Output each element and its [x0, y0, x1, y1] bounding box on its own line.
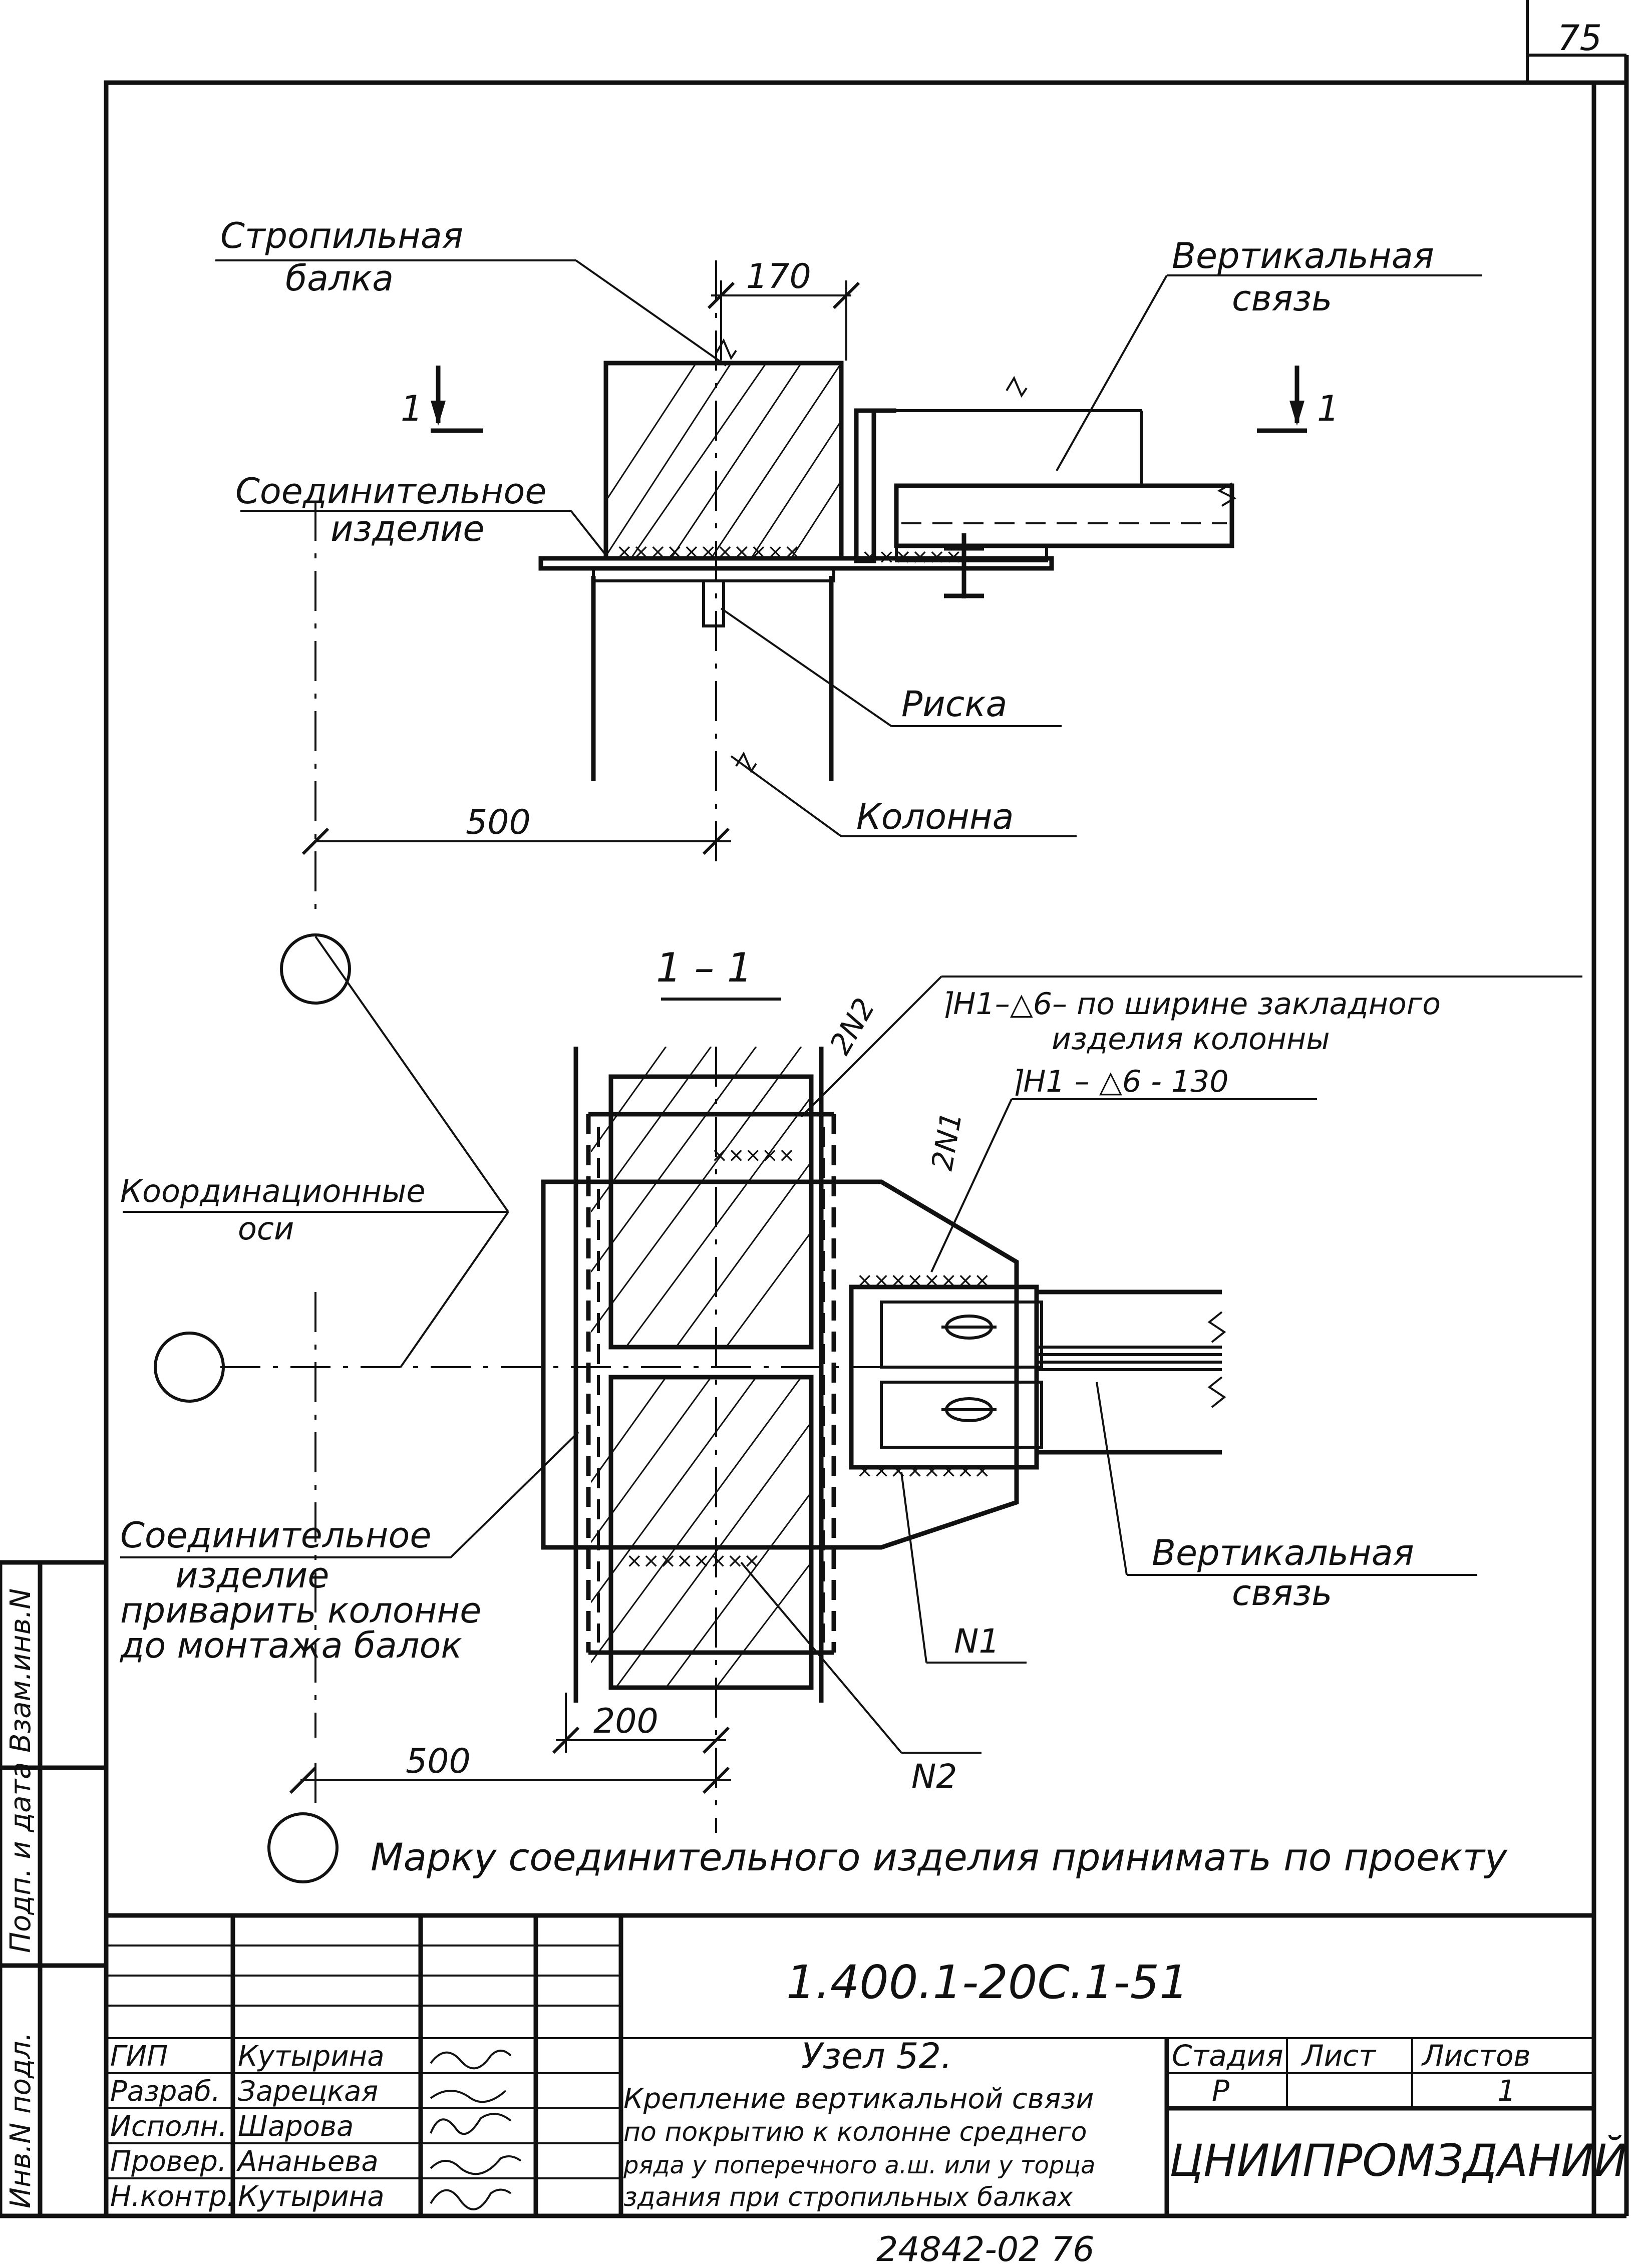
beam-section-upper: [608, 1074, 814, 1350]
description-lines: Крепление вертикальной связи по покрытию…: [623, 2083, 1095, 2212]
top-beam-label-1: Стропильная: [220, 215, 463, 256]
gusset-plate: [541, 1179, 1019, 1550]
drawing-code: 1.400.1-20С.1-51: [786, 1956, 1189, 2009]
role-item: Разраб.: [110, 2075, 220, 2108]
axis-bubble-1: [280, 933, 351, 1005]
section-connector-label-3: приварить колонне: [120, 1590, 481, 1631]
sheets-value: 1: [1497, 2074, 1516, 2108]
top-brace-label-2: связь: [1232, 278, 1332, 319]
section-connector-label-2: изделие: [175, 1555, 329, 1596]
name-item: Шарова: [238, 2110, 354, 2143]
stage-value: Р: [1212, 2074, 1229, 2108]
bottom-code: 24842-02 76: [876, 2230, 1095, 2268]
top-risk-label: Риска: [901, 684, 1007, 725]
page-number: 75: [1557, 18, 1602, 59]
axes-label-1: Координационные: [120, 1173, 426, 1209]
section-mark-left: 1: [401, 388, 423, 429]
section-title: 1 – 1: [656, 944, 753, 991]
top-connector-label-2: изделие: [331, 508, 484, 549]
organization: ЦНИИПРОМЗДАНИЙ: [1169, 2135, 1627, 2186]
stamp-sign-date: Подп. и дата: [5, 1762, 37, 1953]
name-item: Ананьева: [236, 2145, 379, 2178]
weld-note-2: ⌉Н1 – △6 - 130: [1012, 1064, 1228, 1099]
name-list: Кутырина Зарецкая Шарова Ананьева Кутыри…: [236, 2040, 385, 2213]
top-column-label: Колонна: [856, 796, 1014, 837]
title-block: [106, 1913, 1594, 2216]
desc-line: Крепление вертикальной связи: [623, 2083, 1094, 2115]
top-brace-label-1: Вертикальная: [1172, 235, 1434, 276]
weld-note-1-line1: ⌉Н1–△6– по ширине закладного: [941, 987, 1441, 1022]
mark-n1: N1: [954, 1622, 1000, 1661]
mark-n2: N2: [911, 1757, 957, 1796]
dim-170: 170: [746, 257, 811, 296]
stamp-inv-original: Инв.N подл.: [5, 2032, 37, 2208]
role-list: ГИП Разраб. Исполн. Провер. Н.контр.: [110, 2040, 236, 2213]
top-connector-label-1: Соединительное: [235, 471, 546, 512]
role-item: Исполн.: [110, 2110, 227, 2143]
mark-2n2: 2N2: [823, 992, 881, 1060]
svg-text:××××××××: ××××××××: [856, 1459, 991, 1482]
dim-500-top: 500: [466, 803, 531, 842]
desc-line: ряда у поперечного а.ш. или у торца: [623, 2151, 1095, 2179]
role-item: Провер.: [110, 2145, 227, 2178]
name-item: Кутырина: [238, 2040, 385, 2073]
dim-500-bottom: 500: [406, 1742, 471, 1781]
stage-header: Стадия: [1172, 2039, 1283, 2073]
role-item: ГИП: [110, 2040, 168, 2073]
desc-line: здания при стропильных балках: [623, 2182, 1074, 2212]
axis-bubble-2: [154, 1332, 225, 1403]
section-brace-label-2: связь: [1232, 1572, 1332, 1613]
section-mark-right: 1: [1317, 388, 1340, 429]
axis-bubble-3: [267, 1812, 339, 1883]
dim-200: 200: [593, 1702, 659, 1741]
name-item: Зарецкая: [238, 2075, 378, 2108]
signatures: [430, 2050, 522, 2210]
svg-text:××××××××: ××××××××: [626, 1549, 760, 1572]
section-connector-label-1: Соединительное: [120, 1515, 431, 1556]
section-brace-label-1: Вертикальная: [1152, 1532, 1414, 1573]
sheet-frame: [104, 0, 1629, 2218]
top-beam-label-2: балка: [285, 258, 394, 299]
beam-section: [603, 361, 844, 561]
node-title: Узел 52.: [801, 2036, 952, 2077]
weld-note-1-line2: изделия колонны: [1052, 1022, 1330, 1057]
svg-text:××××××××: ××××××××: [856, 1269, 991, 1292]
desc-line: по покрытию к колонне среднего: [623, 2117, 1087, 2147]
svg-text:×××××: ×××××: [711, 1144, 795, 1167]
stamp-replace-inv: Взам.инв.N: [5, 1588, 37, 1753]
side-stamp: Взам.инв.N Подп. и дата Инв.N подл.: [0, 1560, 109, 2218]
sheet-header: Лист: [1301, 2039, 1377, 2073]
sheets-header: Листов: [1421, 2039, 1531, 2073]
section-connector-label-4: до монтажа балок: [120, 1625, 462, 1666]
role-item: Н.контр.: [110, 2180, 236, 2213]
name-item: Кутырина: [238, 2180, 385, 2213]
axes-label-2: оси: [238, 1210, 294, 1247]
top-view: ××××××××××× ×××××× 170 1: [215, 257, 1482, 1005]
general-note: Марку соединительного изделия принимать …: [371, 1835, 1508, 1879]
mark-2n1: 2N1: [925, 1109, 968, 1173]
section-view: ××××× ×××××××× ×××××××× ××××××××: [120, 935, 1582, 1883]
